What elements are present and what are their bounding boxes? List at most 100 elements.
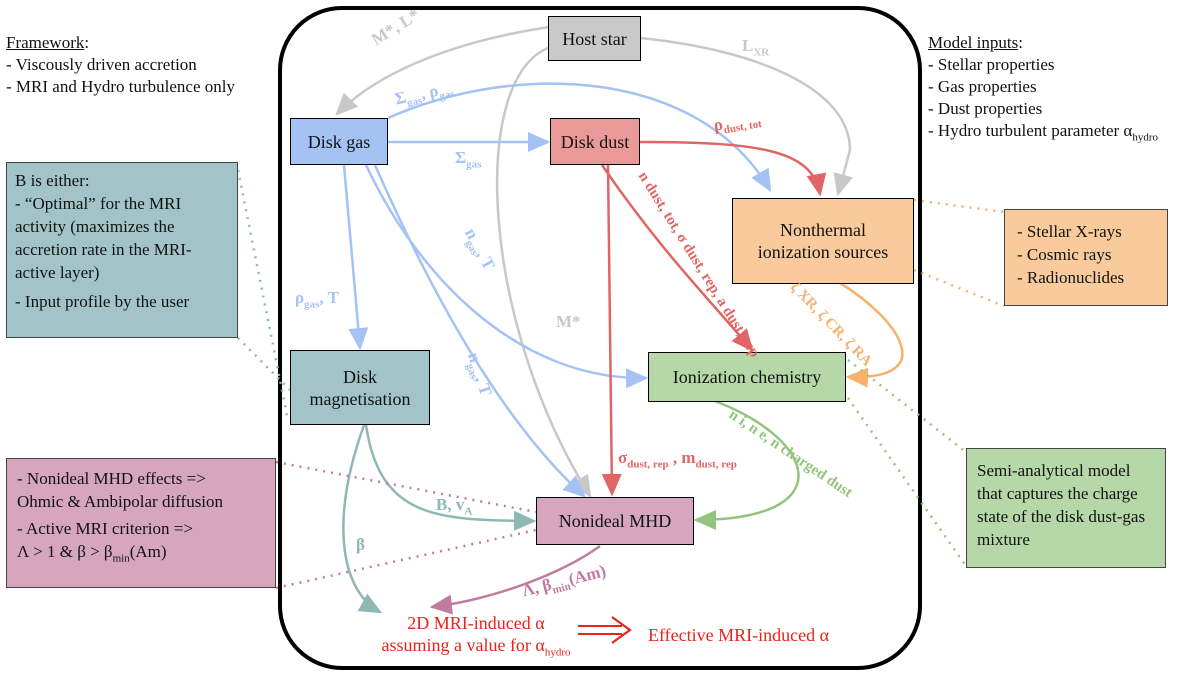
label-rho-gas-t: ρgas, T: [295, 288, 339, 314]
framework-item: - MRI and Hydro turbulence only: [6, 77, 235, 96]
note-pink-line: - Active MRI criterion =>: [17, 519, 193, 538]
node-magnetisation-label-1: Disk: [342, 366, 377, 387]
result-line: 2D MRI-induced α: [407, 613, 545, 633]
label-sigma-m-dust: σdust, rep , mdust, rep: [618, 448, 737, 474]
note-semi-analytical: Semi-analytical model that captures the …: [966, 448, 1166, 568]
note-pink-sub: min: [112, 552, 130, 565]
arrow-gas-to-magnetisation: [342, 164, 369, 351]
label-sub: gas: [438, 87, 456, 103]
arrow-ionization-to-mhd: [693, 398, 800, 530]
node-disk-dust-label: Disk dust: [560, 131, 630, 152]
arrow-magnetisation-to-mhd: [364, 424, 537, 531]
label-sigma-gas: Σgas: [455, 148, 481, 174]
label-text: , T: [319, 288, 339, 307]
arrow-nonthermal-to-ionization: [839, 281, 904, 388]
note-source-item: - Stellar X-rays: [1017, 222, 1122, 241]
note-source-item: - Radionuclides: [1017, 268, 1125, 287]
node-host-star: Host star: [548, 16, 641, 61]
arrow-gas-to-mhd: [373, 164, 586, 498]
result-line: assuming a value for α: [381, 635, 545, 655]
label-text: ρ: [295, 288, 305, 307]
label-beta: β: [356, 535, 365, 555]
dotted-nonthermal-to-note-bottom: [913, 268, 1005, 308]
arrow-dust-to-nonthermal: [639, 140, 827, 197]
node-nonideal-mhd: Nonideal MHD: [536, 497, 694, 545]
node-nonthermal-sources: Nonthermal ionization sources: [732, 198, 914, 284]
arrow-star-to-gas: [335, 25, 551, 116]
label-lxr: LXR: [742, 36, 769, 62]
framework-frame: [278, 6, 922, 670]
note-pink-tail: (Am): [129, 542, 167, 561]
arrow-star-to-mhd: [495, 46, 592, 499]
arrow-magnetisation-to-alpha: [342, 424, 383, 614]
label-text: B, v: [436, 495, 465, 514]
label-sub: dust, rep: [695, 458, 737, 471]
note-pink-line: Λ > 1 & β > β: [17, 542, 113, 561]
arrow-mhd-to-alpha: [429, 544, 601, 615]
framework-block: Framework: - Viscously driven accretion …: [6, 33, 235, 96]
note-source-item: - Cosmic rays: [1017, 245, 1112, 264]
note-b-para: - Input profile by the user: [15, 292, 190, 311]
result-effective-alpha: Effective MRI-induced α: [648, 624, 829, 646]
node-host-star-label: Host star: [562, 28, 627, 49]
model-input-item: - Hydro turbulent parameter α: [928, 121, 1133, 140]
dotted-nonthermal-to-note-top: [913, 198, 1005, 214]
model-inputs-heading: Model inputs: [928, 33, 1019, 52]
label-sub: A: [464, 505, 473, 518]
dotted-pink-note-to-mhd-top: [275, 460, 537, 514]
node-nonthermal-label-2: ionization sources: [757, 242, 889, 262]
note-green-text: Semi-analytical model that captures the …: [977, 461, 1146, 549]
label-mstar: M*: [556, 312, 581, 332]
node-magnetisation-label-2: magnetisation: [309, 388, 411, 409]
model-input-item: - Stellar properties: [928, 55, 1055, 74]
arrow-gas-to-ionization: [364, 164, 649, 389]
note-ionization-sources: - Stellar X-rays - Cosmic rays - Radionu…: [1004, 209, 1168, 306]
label-text: , m: [668, 448, 696, 467]
label-sub: gas: [304, 298, 320, 311]
result-effective-text: Effective MRI-induced α: [648, 625, 830, 645]
label-text: Σ: [455, 148, 467, 167]
result-sub: hydro: [544, 646, 571, 659]
note-pink-line: Ohmic & Ambipolar diffusion: [17, 492, 224, 511]
label-sub: gas: [466, 158, 482, 171]
node-ionization-chemistry: Ionization chemistry: [648, 352, 846, 402]
arrow-dust-to-ionization: [600, 164, 754, 352]
dotted-b-note-to-magnetisation-bottom: [237, 337, 291, 391]
label-text: M*: [556, 312, 581, 331]
label-b-va: B, vA: [436, 495, 472, 521]
framework-item: - Viscously driven accretion: [6, 55, 197, 74]
dotted-ionization-to-note-top: [847, 359, 967, 453]
node-mhd-label: Nonideal MHD: [558, 511, 672, 531]
model-input-item: - Gas properties: [928, 77, 1037, 96]
dotted-ionization-to-note-bottom: [846, 397, 968, 567]
node-disk-magnetisation: Disk magnetisation: [290, 350, 430, 425]
note-b-para: - “Optimal” for the MRI activity (maximi…: [15, 194, 192, 282]
arrow-star-to-nonthermal: [639, 36, 853, 197]
note-pink-line: - Nonideal MHD effects =>: [17, 469, 206, 488]
node-nonthermal-label-1: Nonthermal: [780, 220, 866, 240]
note-b-field: B is either: - “Optimal” for the MRI act…: [6, 162, 238, 338]
dotted-pink-note-to-mhd-bottom: [275, 528, 537, 590]
node-ionization-label: Ionization chemistry: [672, 367, 822, 387]
arrow-gas-to-nonthermal: [387, 82, 772, 193]
node-disk-gas-label: Disk gas: [307, 131, 371, 152]
label-sub: dust, tot: [722, 117, 763, 137]
model-inputs-block: Model inputs: - Stellar properties - Gas…: [928, 33, 1159, 144]
note-nonideal-effects: - Nonideal MHD effects => Ohmic & Ambipo…: [6, 458, 276, 588]
framework-heading: Framework: [6, 33, 85, 52]
arrow-dust-to-mhd: [601, 164, 622, 497]
node-disk-dust: Disk dust: [550, 118, 640, 165]
model-input-item: - Dust properties: [928, 99, 1043, 118]
implies-arrow: [578, 616, 632, 644]
result-2d-alpha: 2D MRI-induced α assuming a value for αh…: [376, 612, 576, 664]
model-input-item-sub: hydro: [1132, 131, 1159, 144]
label-sub: dust, rep: [627, 458, 669, 471]
label-text: β: [356, 535, 365, 554]
node-disk-gas: Disk gas: [290, 118, 388, 165]
label-sub: XR: [753, 46, 770, 59]
note-b-line: B is either:: [15, 171, 90, 190]
label-text: L: [742, 36, 754, 55]
label-text: σ: [618, 448, 628, 467]
label-text: , ρ: [418, 80, 441, 104]
